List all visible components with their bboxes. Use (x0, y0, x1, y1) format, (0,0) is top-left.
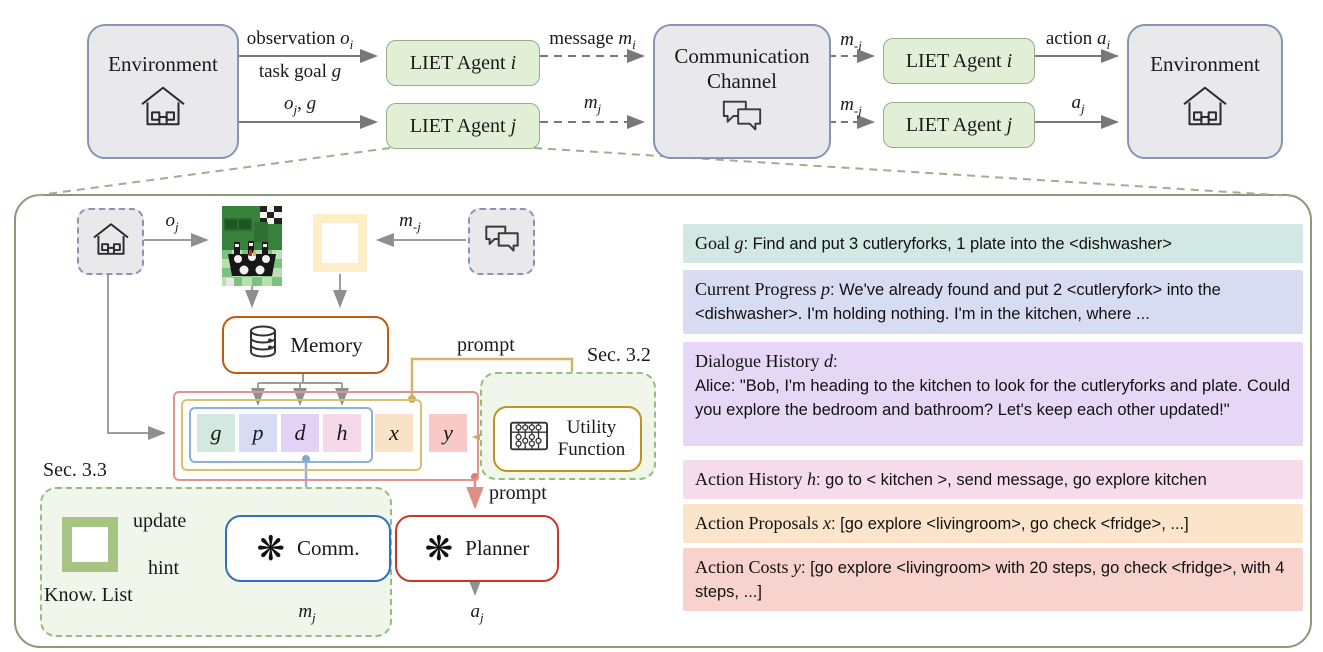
memory-label: Memory (290, 332, 363, 357)
openai-logo-icon: ❋ (424, 528, 454, 569)
info-box-goal: Goal g: Find and put 3 cutleryforks, 1 p… (683, 224, 1303, 263)
chat-bubbles-icon (483, 224, 521, 259)
edge-label-aj: aj (1071, 92, 1085, 116)
info-label: Action Costs y (695, 557, 802, 577)
edge-label-task-goal: task goal g (258, 61, 342, 82)
chat-bubbles-icon (720, 98, 764, 139)
comm-channel-mini-node (468, 208, 535, 275)
info-label: Current Progress p (695, 279, 830, 299)
knowledge-list-placeholder (62, 517, 118, 572)
planner-llm-module: ❋ Planner (395, 515, 559, 582)
info-label: Dialogue History d (695, 351, 833, 371)
section-3-2-label: Sec. 3.2 (587, 344, 651, 366)
comm-input-group (189, 407, 373, 463)
edge-label-m-minus-j: m-j (840, 94, 862, 118)
agent-label: LIET Agent i (409, 51, 517, 74)
section-3-3-label: Sec. 3.3 (43, 459, 107, 481)
edge-label-message-mi: message mi (549, 28, 636, 52)
var-chip-h: h (323, 414, 361, 452)
edge-label-oj-g: oj, g (283, 93, 317, 117)
agent-label: LIET Agent j (409, 114, 517, 137)
info-label: Goal g (695, 233, 744, 253)
environment-node-right: Environment (1127, 24, 1283, 159)
incoming-message-placeholder (313, 214, 367, 272)
liet-agent-i-node-pre: LIET Agent i (386, 40, 540, 86)
planner-label: Planner (465, 536, 530, 560)
prompt-label-utility: prompt (457, 334, 515, 356)
info-box-action-costs: Action Costs y: [go explore <livingroom>… (683, 548, 1303, 611)
var-chip-x: x (375, 414, 413, 452)
var-chip-y: y (429, 414, 467, 452)
hint-label: hint (148, 557, 180, 579)
environment-mini-node (77, 208, 144, 275)
var-chip-g: g (197, 414, 235, 452)
database-icon (248, 325, 278, 365)
comm-llm-module: ❋ Comm. (225, 515, 391, 582)
info-label: Action History h (695, 469, 816, 489)
environment-right-title: Environment (1150, 51, 1260, 76)
openai-logo-icon: ❋ (256, 528, 286, 569)
output-label-mj: mj (298, 601, 316, 625)
agent-label: LIET Agent i (905, 49, 1013, 72)
environment-node-left: Environment (87, 24, 239, 159)
utility-input-group (181, 399, 422, 471)
house-icon (92, 222, 130, 261)
knowledge-list-label: Know. List (44, 584, 133, 606)
update-label: update (133, 510, 187, 532)
edge-label-oj-in: oj (165, 210, 179, 234)
info-box-current-progress: Current Progress p: We've already found … (683, 270, 1303, 334)
var-chip-p: p (239, 414, 277, 452)
edge-label-action-ai: action ai (1045, 28, 1111, 52)
edge-label-observation: observation oi (246, 28, 354, 52)
edge-label-mnj-in: m-j (399, 210, 421, 234)
liet-agent-i-node-post: LIET Agent i (883, 38, 1035, 84)
house-icon (140, 85, 186, 132)
info-box-action-proposals: Action Proposals x: [go explore <livingr… (683, 504, 1303, 543)
comm-label: Comm. (297, 536, 360, 560)
info-label: Action Proposals x (695, 513, 831, 533)
liet-agent-j-node-post: LIET Agent j (883, 102, 1035, 148)
abacus-icon (509, 421, 548, 457)
agent-label: LIET Agent j (905, 113, 1013, 136)
liet-agent-j-node-pre: LIET Agent j (386, 103, 540, 149)
info-box-action-history: Action History h: go to < kitchen >, sen… (683, 460, 1303, 499)
observation-image (222, 206, 282, 291)
prompt-label-planner: prompt (489, 482, 547, 504)
edge-label-m-minus-i: m-i (840, 29, 862, 53)
planner-input-group (173, 391, 479, 481)
house-icon (1182, 85, 1228, 132)
edge-label-mj: mj (583, 92, 602, 116)
output-label-aj: aj (470, 601, 484, 625)
environment-left-title: Environment (108, 51, 218, 76)
info-box-dialogue-history: Dialogue History d: Alice: "Bob, I'm hea… (683, 342, 1303, 446)
memory-module: Memory (222, 316, 389, 374)
var-chip-d: d (281, 414, 319, 452)
